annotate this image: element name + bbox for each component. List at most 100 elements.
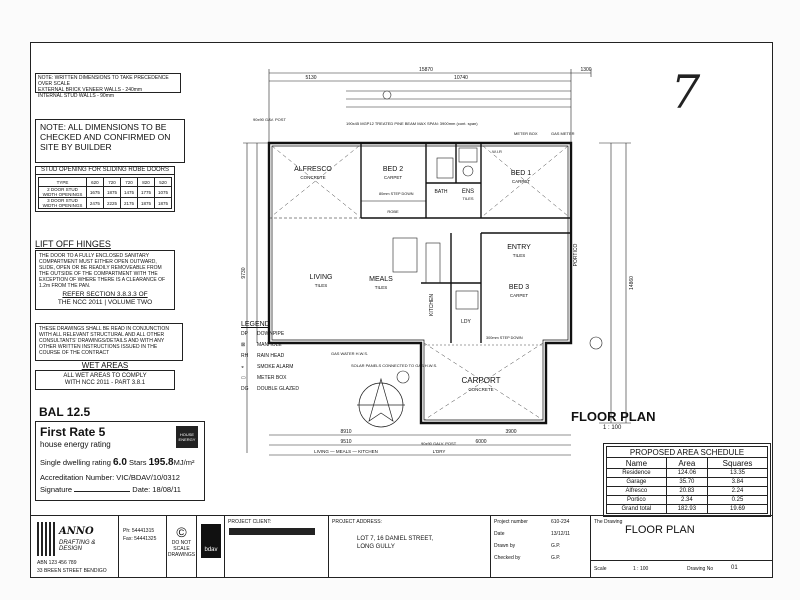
- dim-mid-seg: 10740: [454, 75, 468, 81]
- schedule-header: Squares: [707, 457, 768, 469]
- hinges-title: LIFT OFF HINGES: [35, 239, 111, 249]
- room-alfresco: ALFRESCO: [294, 166, 332, 173]
- drawing-label: The Drawing: [594, 519, 623, 525]
- company-logo-cell: ANNO DRAFTING & DESIGN ABN 123 456 789 3…: [31, 516, 119, 578]
- stars-label: Stars: [128, 458, 147, 467]
- area-schedule: PROPOSED AREA SCHEDULE Name Area Squares…: [603, 443, 771, 517]
- drawing-info-divider: [591, 560, 772, 561]
- wet-areas-title: WET AREAS: [81, 361, 129, 370]
- stud-header: 720: [102, 177, 121, 187]
- dim-bottom-right: 3900: [505, 429, 516, 435]
- room-bed1-floor: CARPET: [512, 179, 531, 184]
- dim-right-seg: 1300: [580, 67, 591, 73]
- client-name-redacted: [229, 528, 315, 535]
- legend-label: METER BOX: [257, 375, 287, 381]
- project-number: 610-234: [551, 519, 570, 525]
- schedule-cell: 13.35: [707, 468, 768, 478]
- stud-cell: 3 DOOR STUD WIDTH OPENINGS: [38, 197, 87, 209]
- legend-item: RH RAIN HEAD: [241, 353, 321, 359]
- room-bed2: BED 2: [383, 166, 403, 173]
- dim-bottom-left: 8910: [340, 429, 351, 435]
- legend-label: SMOKE ALARM: [257, 364, 294, 370]
- room-carport: CARPORT: [462, 376, 501, 385]
- sheet-number: 7: [671, 65, 701, 119]
- kitchen-fixtures: [392, 147, 479, 310]
- stud-table-grid: TYPE 620 720 720 820 520 2 DOOR STUD WID…: [38, 177, 173, 209]
- title-block: ANNO DRAFTING & DESIGN ABN 123 456 789 3…: [31, 515, 772, 578]
- date-value: 13/12/11: [551, 531, 571, 537]
- gas-water-note: GAS WATER H.W.S.: [331, 351, 368, 356]
- stud-header: TYPE: [38, 177, 87, 187]
- schedule-cell: 2.34: [665, 495, 709, 505]
- step-down-note: 80mm STEP DOWN: [379, 192, 414, 196]
- schedule-title: PROPOSED AREA SCHEDULE: [606, 446, 768, 458]
- drawing-sheet: NOTE: WRITTEN DIMENSIONS TO TAKE PRECEDE…: [30, 42, 773, 578]
- schedule-cell: 19.69: [707, 504, 768, 514]
- stud-header: 520: [153, 177, 173, 187]
- stud-cell: 1675: [85, 186, 104, 198]
- compass-symbol: [357, 377, 405, 428]
- stud-cell: 2225: [102, 197, 121, 209]
- stud-cell: 1775: [136, 186, 155, 198]
- schedule-cell: Grand total: [606, 504, 667, 514]
- schedule-cell: 0.25: [707, 495, 768, 505]
- dwelling-rating-line: Single dwelling rating 6.0 Stars 195.8MJ…: [40, 457, 194, 468]
- house-energy-logo: HOUSE ENERGY: [176, 426, 198, 448]
- room-portico: PORTICO: [573, 244, 579, 267]
- energy-title: First Rate 5: [40, 425, 106, 439]
- room-bed3: BED 3: [509, 284, 529, 291]
- room-robe: ROBE: [387, 209, 399, 214]
- legend-symbol: ▭: [241, 375, 246, 381]
- energy-date: Date: 18/08/11: [132, 485, 181, 494]
- drawing-no: 01: [731, 565, 738, 571]
- dim-band-living: LIVING — MEALS — KITCHEN: [314, 449, 378, 454]
- copyright-cell: © DO NOT SCALE DRAWINGS: [167, 516, 197, 578]
- legend-symbol: RH: [241, 353, 249, 359]
- room-carport-floor: CONCRETE: [468, 387, 493, 392]
- company-logo-icon: [37, 522, 55, 556]
- signature-line: Signature Date: 18/08/11: [40, 485, 181, 494]
- signature-label: Signature: [40, 485, 73, 494]
- energy-subtitle: house energy rating: [40, 440, 111, 449]
- beam-note: 190x45 MGP12 TREATED PINE BEAM MAX SPAN:…: [346, 121, 478, 126]
- right-dimension-lines: [599, 142, 631, 424]
- stud-header: 620: [85, 177, 104, 187]
- plan-scale: 1 : 100: [603, 425, 622, 431]
- stud-cell: 1075: [153, 186, 173, 198]
- plan-title: FLOOR PLAN: [571, 409, 656, 424]
- lift-off-hinges-note: LIFT OFF HINGES THE DOOR TO A FULLY ENCL…: [35, 239, 175, 310]
- project-label: PROJECT ADDRESS:: [332, 519, 382, 525]
- drawing-no-label: Drawing No: [687, 566, 714, 572]
- client-cell: PROJECT CLIENT:: [225, 516, 329, 578]
- client-label: PROJECT CLIENT:: [228, 519, 272, 525]
- schedule-cell: Garage: [606, 477, 667, 487]
- company-name: ANNO: [59, 526, 94, 537]
- project-number-label: Project number: [494, 519, 528, 525]
- dim-left-seg: 5130: [305, 75, 316, 81]
- internal-walls: [269, 143, 571, 343]
- room-ensuite-floor: TILES: [462, 196, 473, 201]
- room-bed1: BED 1: [511, 170, 531, 177]
- room-bed3-floor: CARPET: [510, 293, 529, 298]
- room-meals: MEALS: [369, 276, 393, 283]
- room-kitchen: KITCHEN: [429, 294, 435, 316]
- bdav-logo: bdav: [201, 524, 221, 558]
- dim-band-laundry: L'DRY: [433, 449, 446, 454]
- room-entry-floor: TILES: [513, 253, 526, 258]
- legend-label: RAIN HEAD: [257, 353, 285, 359]
- wet-areas-line: WITH NCC 2011 - PART 3.8.1: [64, 380, 146, 386]
- date-label: Date: [494, 531, 505, 537]
- company-subname: DRAFTING & DESIGN: [59, 540, 96, 552]
- stud-cell: 1875: [102, 186, 121, 198]
- top-note-line: INTERNAL STUD WALLS - 90mm: [38, 93, 115, 99]
- stud-cell: 1875: [136, 197, 155, 209]
- legend-label: MANHOLE: [257, 342, 282, 348]
- project-address-cell: PROJECT ADDRESS: LOT 7, 16 DANIEL STREET…: [329, 516, 491, 578]
- galv-post-note: 90x90 GALV. POST: [421, 441, 457, 446]
- no-scale-note: DO NOT SCALE DRAWINGS: [167, 540, 196, 558]
- scale-label: Scale: [594, 566, 607, 572]
- schedule-header: Area: [665, 457, 709, 469]
- checked-label: Checked by: [494, 555, 521, 561]
